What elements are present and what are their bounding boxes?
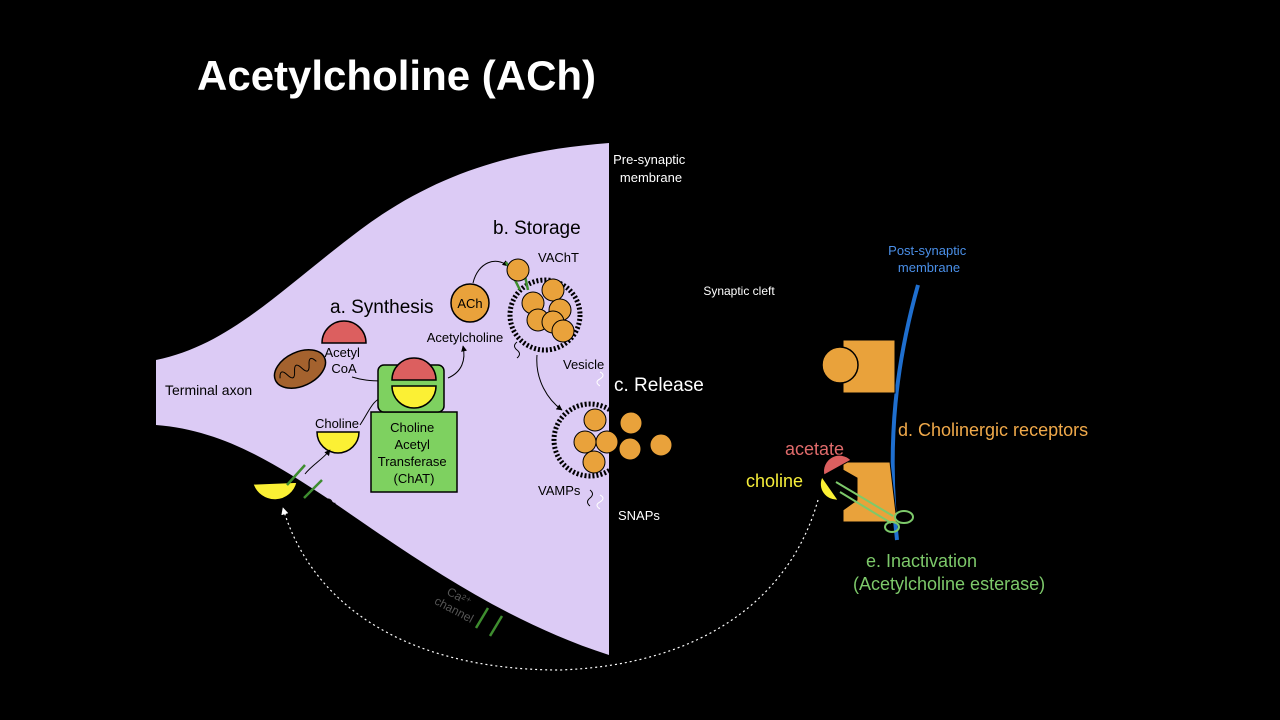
choline-small-label: Choline: [315, 416, 359, 431]
chat-label: Choline Acetyl Transferase (ChAT): [378, 420, 451, 486]
presynaptic-membrane-label: Pre-synaptic membrane: [613, 152, 689, 185]
release-label: c. Release: [614, 375, 704, 396]
acetate-label: acetate: [785, 439, 844, 459]
ach-molecule: [450, 283, 490, 323]
releasing-ach-molecules: [573, 408, 619, 474]
snaps-label: SNAPs: [618, 508, 660, 523]
vamps-icon: [587, 489, 593, 507]
vesicle-label: Vesicle: [563, 357, 604, 372]
terminal-axon-label: Terminal axon: [165, 382, 252, 398]
synaptic-cleft-label: Synaptic cleft: [703, 284, 775, 298]
cholinergic-receptor-lower: [842, 461, 898, 523]
acetyl-bound-icon: [391, 357, 437, 381]
acetylcholinesterase-scissors-icon: [835, 481, 914, 533]
ach-label: ACh: [457, 296, 482, 311]
acetyl-coa-label: Acetyl CoA: [324, 345, 363, 376]
storage-vesicle: [507, 277, 583, 353]
stored-ach-molecules: [521, 278, 575, 343]
postsynaptic-membrane-label: Post-synaptic membrane: [888, 243, 970, 275]
bound-ach-upper: [821, 346, 859, 384]
choline-icon: [316, 431, 360, 454]
snaps-icon: [596, 494, 604, 510]
vamps-label: VAMPs: [538, 483, 581, 498]
storage-label: b. Storage: [493, 218, 581, 239]
cht-transporter: [286, 464, 306, 486]
vacht-label: VAChT: [538, 250, 579, 265]
acetylcholine-label: Acetylcholine: [427, 330, 504, 345]
page-title: Acetylcholine (ACh): [197, 52, 596, 99]
mitochondrion-icon: [273, 349, 327, 389]
calcium-channel: [474, 607, 490, 629]
released-ach-molecules: [618, 411, 673, 461]
receptors-label: d. Cholinergic receptors: [898, 420, 1088, 440]
acetate-fragment: [823, 454, 852, 476]
synthesis-label: a. Synthesis: [330, 297, 434, 318]
recycled-choline-icon: [251, 481, 299, 501]
choline-label: choline: [746, 471, 803, 491]
choline-fragment: [819, 476, 839, 501]
postsynaptic-membrane: [890, 284, 920, 541]
acetyl-coa-icon: [321, 320, 367, 344]
inactivation-label: e. Inactivation (Acetylcholine esterase): [853, 551, 1045, 594]
ach-vesicle-entering: [506, 258, 530, 282]
choline-bound-icon: [391, 385, 437, 409]
